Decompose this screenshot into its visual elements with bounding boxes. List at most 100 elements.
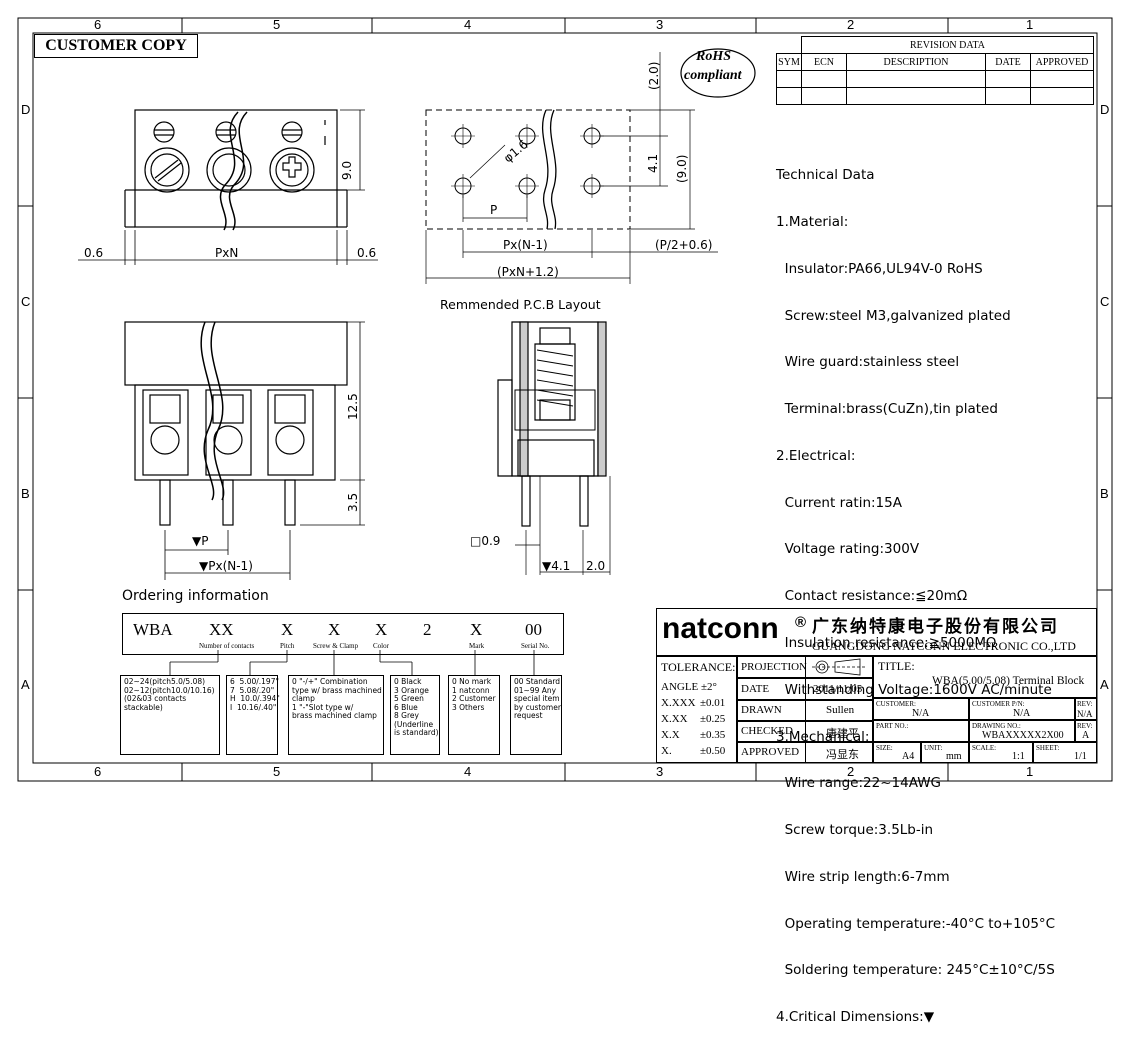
tolerance-angle: ANGLE ±2° — [661, 681, 717, 693]
pcb-layout — [425, 52, 718, 284]
code-contacts: XX — [209, 620, 234, 639]
drawn-value: Sullen — [826, 704, 855, 716]
checked-label: CHECKED — [741, 725, 793, 737]
size-label: SIZE: — [876, 744, 893, 752]
code-fixed: 2 — [423, 620, 432, 639]
sheet-value: 1/1 — [1074, 751, 1087, 762]
zone-bottom-1: 1 — [1026, 764, 1034, 779]
code-mark: X — [470, 620, 483, 639]
approved-value: 冯显东 — [826, 749, 859, 761]
option-mark: 0 No mark 1 natconn 2 Customer 3 Others — [448, 675, 500, 755]
drawing-no-value: WBAXXXXX2X00 — [982, 730, 1064, 741]
tech-line: Contact resistance:≦20mΩ — [776, 588, 968, 605]
customer-value: N/A — [912, 708, 930, 719]
top-view — [78, 109, 378, 265]
tech-line: 3.Mechanical: — [776, 728, 870, 745]
dim-vp: ▼P — [192, 534, 208, 548]
tech-line: 2.Electrical: — [776, 447, 856, 464]
tech-line: Insulation resistance:≧5000MΩ — [776, 635, 997, 651]
date-label: DATE — [741, 683, 770, 695]
tolerance-title: TOLERANCE: — [661, 660, 736, 674]
rev-value: N/A — [1077, 709, 1093, 719]
tol-label: X.X — [661, 729, 680, 741]
zone-bottom-4: 4 — [464, 764, 472, 779]
tech-line: Withstanding Voltage:1600V AC/minute — [776, 681, 1052, 698]
zone-right-c: C — [1100, 294, 1110, 309]
customer-label: CUSTOMER: — [876, 700, 916, 708]
tol-label: X.XX — [661, 713, 688, 725]
rohs-line-2: compliant — [684, 68, 742, 83]
title-value: WBA(5.00/5.08) Terminal Block — [932, 675, 1085, 687]
label-color: Color — [373, 642, 389, 650]
zone-bottom-6: 6 — [94, 764, 102, 779]
size-value: A4 — [902, 751, 915, 762]
dim-p: P — [490, 203, 497, 217]
code-color: X — [375, 620, 388, 639]
revision-header-ecn: ECN — [801, 53, 847, 71]
scale-value: 1:1 — [1012, 751, 1025, 762]
front-view — [124, 321, 365, 580]
zone-top-2: 2 — [847, 17, 855, 32]
label-contacts: Number of contacts — [199, 642, 255, 650]
zone-top-4: 4 — [464, 17, 472, 32]
pcb-caption: Remmended P.C.B Layout — [440, 297, 601, 312]
tol-value: ±0.35 — [700, 729, 726, 741]
option-pitch: 6 5.00/.197" 7 5.08/.20" H 10.0/.394" I … — [226, 675, 280, 755]
checked-value: 唐建平 — [826, 728, 859, 740]
tech-line: Technical Data — [776, 167, 875, 184]
zone-left-b: B — [21, 486, 30, 501]
dim-pxn-1: Px(N-1) — [503, 238, 548, 252]
company-english: GUANGDONG NATCONN ELECTRONIC CO.,LTD — [812, 639, 1076, 653]
brand-logo: natconn — [662, 612, 779, 645]
zone-top-6: 6 — [94, 17, 102, 32]
tol-value: ±0.50 — [700, 745, 726, 757]
zone-right-b: B — [1100, 486, 1109, 501]
drawn-label: DRAWN — [741, 704, 782, 716]
zone-right-d: D — [1100, 102, 1110, 117]
option-color: 0 Black 3 Orange 5 Green 6 Blue 8 Grey (… — [390, 675, 440, 755]
option-screw: 0 "-/+" Combination type w/ brass machin… — [288, 675, 384, 755]
unit-value: mm — [946, 751, 962, 762]
ordering-code-box: WBA XX X X X 2 X 00 Number of contacts P… — [122, 613, 564, 655]
projection-label: PROJECTION — [741, 661, 808, 673]
revision-table: REVISION DATA SYM ECN DESCRIPTION DATE A… — [776, 36, 1094, 105]
company-header — [656, 608, 1097, 656]
dim-3-5: 3.5 — [346, 493, 360, 512]
revision-header-description: DESCRIPTION — [846, 53, 986, 71]
customer-pn-label: CUSTOMER P/N: — [972, 700, 1025, 708]
tol-label: X. — [661, 745, 672, 757]
revision-header-date: DATE — [985, 53, 1031, 71]
tech-line: Operating temperature:-40°C to+105°C — [776, 915, 1056, 932]
dim-v4-1: ▼4.1 — [542, 559, 570, 573]
dim-pxn: PxN — [215, 246, 238, 260]
rohs-badge — [680, 48, 756, 98]
revision-header-sym: SYM — [776, 53, 802, 71]
projection-symbol — [812, 658, 866, 676]
zone-top-5: 5 — [273, 17, 281, 32]
dim-vpxn-1: ▼Px(N-1) — [199, 559, 253, 573]
scale-label: SCALE: — [972, 744, 997, 752]
rev-label: REV: — [1077, 722, 1093, 730]
title-label: TITLE: — [878, 659, 915, 673]
zone-top-1: 1 — [1026, 17, 1034, 32]
tech-line: Soldering temperature: 245°C±10°C/5S — [776, 962, 1055, 979]
label-pitch: Pitch — [280, 642, 295, 650]
tech-line: Voltage rating:300V — [776, 541, 920, 558]
tol-label: X.XXX — [661, 697, 696, 709]
tol-value: ±0.25 — [700, 713, 726, 725]
rev-label: REV: — [1077, 700, 1093, 708]
rev-value: A — [1082, 730, 1090, 741]
sheet-label: SHEET: — [1036, 744, 1060, 752]
approved-label: APPROVED — [741, 746, 800, 758]
label-serial: Serial No. — [521, 642, 550, 650]
tech-line: Current ratin:15A — [776, 494, 902, 511]
dim-pxn-1-2: (PxN+1.2) — [497, 265, 559, 279]
code-screw: X — [328, 620, 341, 639]
code-pitch: X — [281, 620, 294, 639]
zone-bottom-3: 3 — [656, 764, 664, 779]
drawing-svg: 9.0 0.6 0.6 PxN (2.0) φ1.6 P 4.1 (9.0) P… — [17, 17, 1113, 782]
rohs-line-1: RoHS — [696, 49, 732, 64]
tech-line: 4.Critical Dimensions:▼ — [776, 1009, 935, 1026]
dim-0-6-left: 0.6 — [84, 246, 103, 260]
dim-hole: φ1.6 — [501, 137, 531, 165]
